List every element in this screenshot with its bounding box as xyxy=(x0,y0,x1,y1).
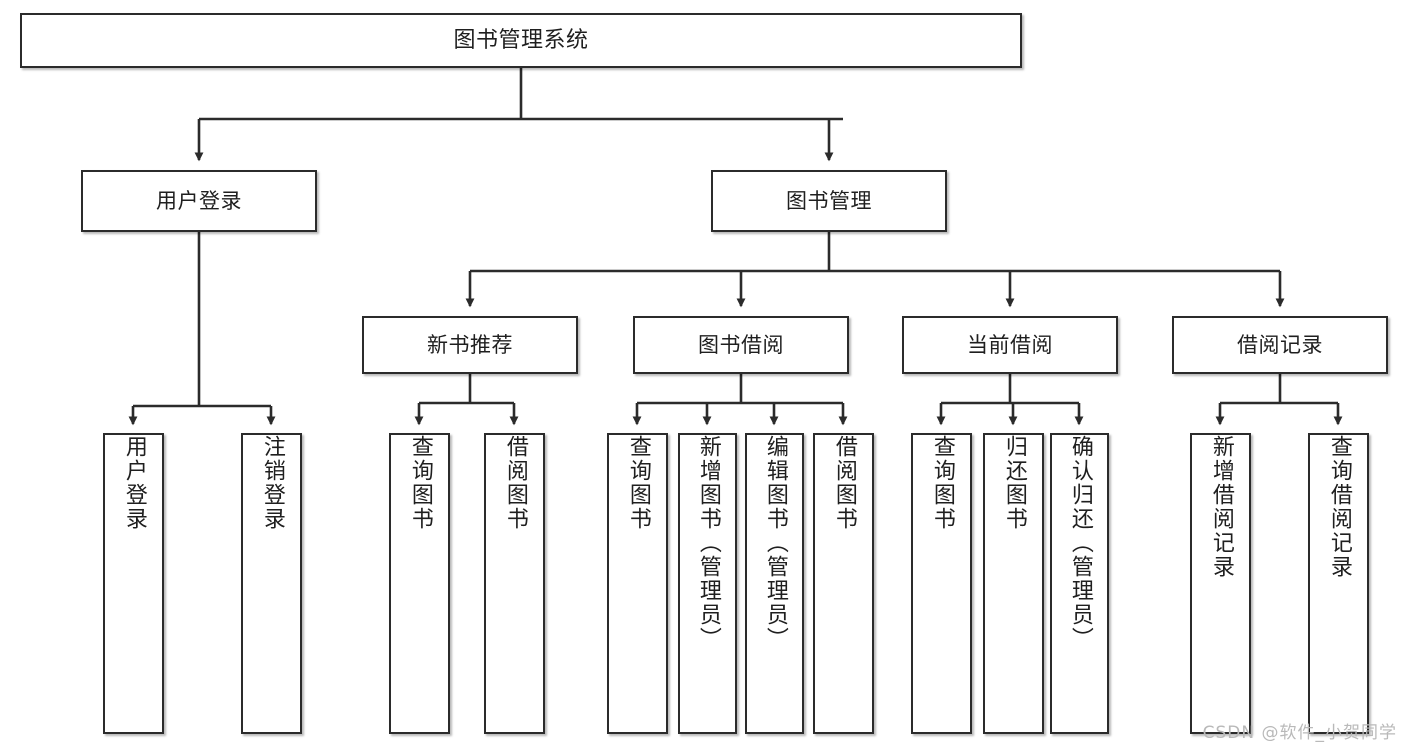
node-leaf-edit-book[interactable]: 编辑图书（管理员） xyxy=(745,433,804,734)
node-leaf-edit-book-label: 编辑图书（管理员） xyxy=(762,435,788,651)
node-leaf-query-record[interactable]: 查询借阅记录 xyxy=(1308,433,1369,734)
node-leaf-user-login[interactable]: 用户登录 xyxy=(103,433,164,734)
node-root-system-label: 图书管理系统 xyxy=(453,27,589,53)
watermark-text: CSDN @软件_小贺同学 xyxy=(1202,723,1397,743)
node-leaf-query-record-label: 查询借阅记录 xyxy=(1326,435,1352,579)
node-leaf-add-book[interactable]: 新增图书（管理员） xyxy=(678,433,737,734)
node-leaf-return-book-label: 归还图书 xyxy=(1001,435,1027,531)
node-leaf-query-book-2[interactable]: 查询图书 xyxy=(607,433,668,734)
node-leaf-add-record[interactable]: 新增借阅记录 xyxy=(1190,433,1251,734)
node-user-login-label: 用户登录 xyxy=(156,188,242,213)
node-current-borrow[interactable]: 当前借阅 xyxy=(902,316,1118,374)
node-leaf-confirm-return-label: 确认归还（管理员） xyxy=(1067,435,1093,651)
node-leaf-user-login-label: 用户登录 xyxy=(121,435,147,531)
node-book-borrow[interactable]: 图书借阅 xyxy=(633,316,849,374)
node-user-login[interactable]: 用户登录 xyxy=(81,170,317,232)
node-new-book-recommend[interactable]: 新书推荐 xyxy=(362,316,578,374)
node-leaf-return-book[interactable]: 归还图书 xyxy=(983,433,1044,734)
node-leaf-borrow-book-1[interactable]: 借阅图书 xyxy=(484,433,545,734)
node-book-borrow-label: 图书借阅 xyxy=(698,332,784,357)
node-book-manage[interactable]: 图书管理 xyxy=(711,170,947,232)
node-leaf-borrow-book-2[interactable]: 借阅图书 xyxy=(813,433,874,734)
node-borrow-record-label: 借阅记录 xyxy=(1237,332,1323,357)
node-leaf-add-record-label: 新增借阅记录 xyxy=(1208,435,1234,579)
node-leaf-borrow-book-1-label: 借阅图书 xyxy=(502,435,528,531)
node-leaf-query-book-3[interactable]: 查询图书 xyxy=(911,433,972,734)
node-borrow-record[interactable]: 借阅记录 xyxy=(1172,316,1388,374)
node-leaf-query-book-2-label: 查询图书 xyxy=(625,435,651,531)
node-new-book-recommend-label: 新书推荐 xyxy=(427,332,513,357)
node-leaf-query-book-1[interactable]: 查询图书 xyxy=(389,433,450,734)
node-leaf-add-book-label: 新增图书（管理员） xyxy=(695,435,721,651)
node-current-borrow-label: 当前借阅 xyxy=(967,332,1053,357)
node-leaf-borrow-book-2-label: 借阅图书 xyxy=(831,435,857,531)
node-book-manage-label: 图书管理 xyxy=(786,188,872,213)
node-leaf-user-logout-label: 注销登录 xyxy=(259,435,285,531)
node-leaf-query-book-1-label: 查询图书 xyxy=(407,435,433,531)
node-leaf-confirm-return[interactable]: 确认归还（管理员） xyxy=(1050,433,1109,734)
node-leaf-query-book-3-label: 查询图书 xyxy=(929,435,955,531)
node-leaf-user-logout[interactable]: 注销登录 xyxy=(241,433,302,734)
node-root-system[interactable]: 图书管理系统 xyxy=(20,13,1022,68)
